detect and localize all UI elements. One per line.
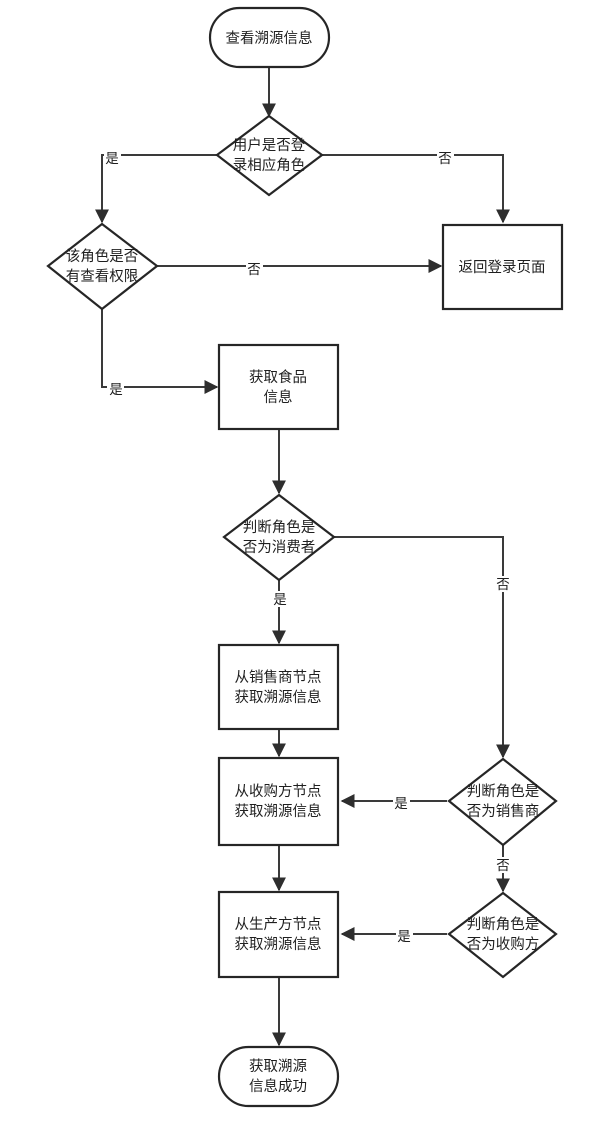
- label-seller-no: 否: [495, 857, 512, 874]
- svg-text:获取溯源信息: 获取溯源信息: [235, 689, 322, 706]
- node-return-login: 返回登录页面: [441, 223, 564, 311]
- svg-text:录相应角色: 录相应角色: [233, 156, 306, 174]
- label-consumer-no: 否: [495, 576, 512, 593]
- label-perm-no: 否: [246, 261, 263, 278]
- edge-login-no: [322, 154, 510, 224]
- svg-text:从销售商节点: 从销售商节点: [235, 669, 322, 686]
- svg-text:否为收购方: 否为收购方: [467, 936, 540, 953]
- svg-text:否: 否: [438, 151, 452, 167]
- svg-text:获取溯源信息: 获取溯源信息: [235, 936, 322, 953]
- svg-text:否: 否: [247, 262, 261, 278]
- svg-text:是: 是: [397, 929, 411, 945]
- edge-login-yes: [95, 154, 217, 224]
- svg-text:是: 是: [105, 151, 119, 167]
- label-consumer-yes: 是: [271, 591, 288, 608]
- svg-text:获取食品: 获取食品: [249, 369, 307, 386]
- node-from-buyer: 从收购方节点 获取溯源信息: [217, 756, 340, 847]
- label-login-yes: 是: [104, 150, 121, 167]
- svg-text:否: 否: [496, 577, 510, 593]
- svg-text:判断角色是: 判断角色是: [467, 783, 540, 800]
- decision-consumer: 判断角色是 否为消费者: [222, 493, 336, 582]
- node-start: 查看溯源信息: [208, 6, 331, 69]
- svg-text:信息: 信息: [264, 389, 293, 406]
- label-login-no: 否: [437, 150, 454, 167]
- svg-text:否: 否: [496, 858, 510, 874]
- svg-text:从收购方节点: 从收购方节点: [235, 783, 322, 800]
- svg-text:信息成功: 信息成功: [249, 1078, 307, 1095]
- label-perm-yes: 是: [107, 381, 124, 398]
- svg-text:是: 是: [273, 592, 287, 608]
- decision-login: 用户是否登 录相应角色: [215, 114, 324, 197]
- svg-text:该角色是否: 该角色是否: [66, 248, 139, 265]
- edge-consumer-no: [334, 536, 510, 759]
- svg-text:是: 是: [394, 796, 408, 812]
- svg-text:判断角色是: 判断角色是: [467, 916, 540, 933]
- node-end: 获取溯源 信息成功: [217, 1045, 340, 1108]
- edge-perm-yes: [101, 309, 219, 394]
- svg-text:否为销售商: 否为销售商: [467, 803, 540, 820]
- label-seller-yes: 是: [393, 795, 410, 812]
- node-get-food-info: 获取食品 信息: [217, 343, 340, 431]
- svg-text:有查看权限: 有查看权限: [66, 268, 139, 285]
- svg-text:否为消费者: 否为消费者: [243, 539, 316, 556]
- decision-buyer: 判断角色是 否为收购方: [447, 891, 558, 979]
- decision-permission: 该角色是否 有查看权限: [46, 222, 159, 311]
- label-buyer-yes: 是: [396, 928, 413, 945]
- svg-text:从生产方节点: 从生产方节点: [235, 916, 322, 933]
- svg-text:是: 是: [109, 382, 123, 398]
- node-from-seller: 从销售商节点 获取溯源信息: [217, 643, 340, 731]
- svg-text:获取溯源信息: 获取溯源信息: [235, 803, 322, 820]
- node-from-producer: 从生产方节点 获取溯源信息: [217, 890, 340, 979]
- connectors: [95, 67, 510, 1047]
- edge-labels: 是 否 否 是 是 否 是 否: [104, 150, 512, 945]
- svg-text:判断角色是: 判断角色是: [243, 519, 316, 536]
- svg-text:查看溯源信息: 查看溯源信息: [226, 30, 313, 47]
- svg-text:用户是否登: 用户是否登: [233, 137, 306, 154]
- svg-text:获取溯源: 获取溯源: [249, 1058, 307, 1075]
- decision-seller: 判断角色是 否为销售商: [447, 757, 558, 847]
- svg-text:返回登录页面: 返回登录页面: [459, 259, 546, 276]
